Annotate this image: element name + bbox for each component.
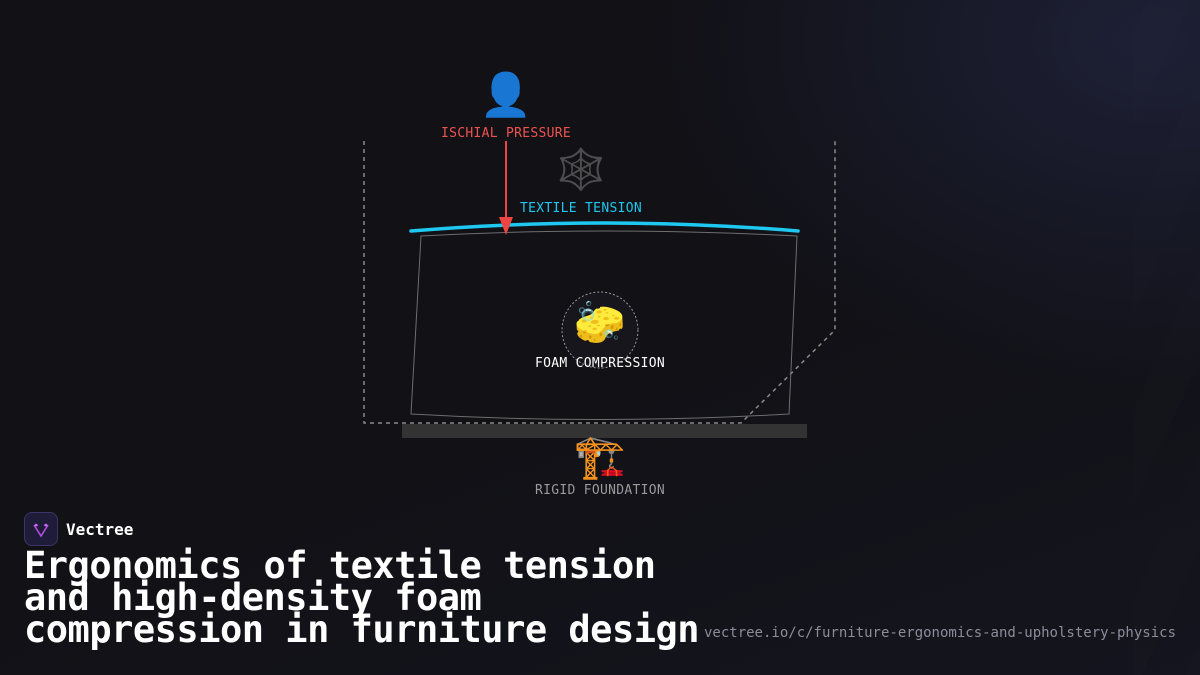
- sponge-icon: 🧽: [573, 298, 627, 347]
- vectree-logo-icon: [24, 512, 58, 546]
- page-title: Ergonomics of textile tension and high-d…: [24, 544, 700, 651]
- foam-compression-label: FOAM COMPRESSION: [534, 356, 666, 371]
- spider-web-icon: 🕸️: [556, 147, 606, 193]
- person-icon: 👤: [479, 70, 533, 119]
- brand-name: Vectree: [66, 519, 134, 539]
- pressure-arrow-head: [499, 217, 513, 235]
- foam-cushion-outline: [410, 230, 798, 420]
- foam-compression-circle: [561, 291, 639, 369]
- textile-tension-label: TEXTILE TENSION: [520, 201, 642, 216]
- source-url[interactable]: vectree.io/c/furniture-ergonomics-and-up…: [703, 625, 1176, 641]
- brand: Vectree: [24, 512, 133, 546]
- rigid-foundation-label: RIGID FOUNDATION: [534, 483, 666, 498]
- textile-tension-curve: [409, 221, 800, 233]
- construction-crane-icon: 🏗️: [573, 432, 627, 481]
- ischial-pressure-label: ISCHIAL PRESSURE: [440, 126, 572, 141]
- rigid-foundation-slab: [402, 424, 807, 438]
- frame-outline: [363, 141, 836, 424]
